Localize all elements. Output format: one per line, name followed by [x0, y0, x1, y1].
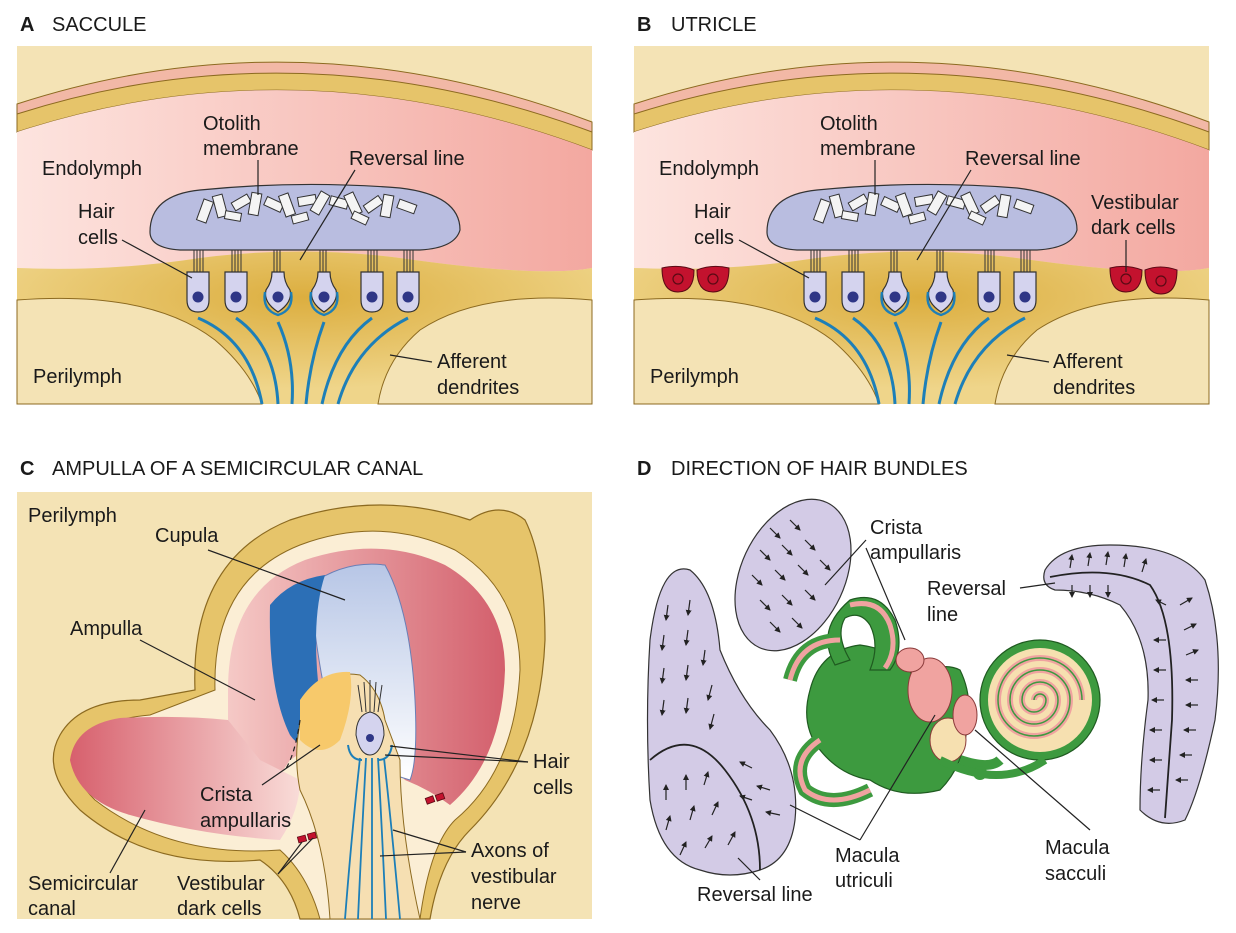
label-macula-sacculi-1: Macula — [1045, 837, 1110, 859]
label-hair-2: cells — [694, 227, 734, 249]
vestibular-dark-cells — [661, 265, 1178, 295]
panel-c-ampulla: C AMPULLA OF A SEMICIRCULAR CANAL — [17, 458, 592, 920]
perilymph-left — [16, 297, 263, 405]
label-ampulla: Ampulla — [70, 618, 143, 640]
label-perilymph: Perilymph — [33, 366, 122, 388]
panel-a-title: SACCULE — [52, 14, 146, 36]
leader-lines — [738, 160, 1127, 363]
leader-lines — [737, 539, 1091, 881]
panel-c-letter: C — [20, 458, 34, 480]
label-axons-1: Axons of — [471, 840, 549, 862]
semicircular-canal — [70, 716, 300, 840]
label-otolith-1: Otolith — [820, 113, 878, 135]
label-reversal-line: Reversal line — [349, 148, 465, 170]
otoconia — [812, 190, 1035, 226]
label-afferent-2: dendrites — [1053, 377, 1135, 399]
crista-cap — [300, 671, 352, 750]
saccule-reversal-line — [1049, 571, 1174, 819]
perilymph-left — [633, 297, 880, 405]
label-hair-2: cells — [78, 227, 118, 249]
panel-b-letter: B — [637, 14, 651, 36]
label-axons-2: vestibular — [471, 866, 557, 888]
dark-cell-nuclei — [672, 273, 1167, 287]
panel-a-letter: A — [20, 14, 34, 36]
leader-lines — [109, 549, 529, 875]
crista-ampullaris-map — [734, 498, 852, 652]
label-endolymph: Endolymph — [659, 158, 759, 180]
panel-c-title: AMPULLA OF A SEMICIRCULAR CANAL — [52, 458, 423, 480]
leader-lines — [121, 160, 433, 363]
panel-d-hair-bundles: D DIRECTION OF HAIR BUNDLES — [637, 458, 1219, 906]
label-hair-1: Hair — [533, 751, 570, 773]
label-semicircular-2: canal — [28, 898, 76, 920]
panel-a-saccule: A SACCULE — [16, 14, 593, 405]
panel-d-letter: D — [637, 458, 651, 480]
panel-d-title: DIRECTION OF HAIR BUNDLES — [671, 458, 968, 480]
vestibular-nerve-axons — [344, 757, 401, 920]
label-perilymph: Perilymph — [28, 505, 117, 527]
panel-b-utricle: B UTRICLE — [633, 14, 1210, 405]
label-hair-2: cells — [533, 777, 573, 799]
label-reversal-bottom: Reversal line — [697, 884, 813, 906]
membrane-outer — [16, 61, 593, 133]
label-perilymph: Perilymph — [650, 366, 739, 388]
perilymph-right — [377, 297, 593, 405]
label-crista-2: ampullaris — [870, 542, 961, 564]
label-otolith-2: membrane — [203, 138, 299, 160]
label-cupula: Cupula — [155, 525, 219, 547]
label-vestibular-1: Vestibular — [177, 873, 265, 895]
label-reversal-top-2: line — [927, 604, 958, 626]
label-afferent-2: dendrites — [437, 377, 519, 399]
label-macula-utriculi-2: utriculi — [835, 870, 893, 892]
otoconia — [195, 190, 418, 226]
label-endolymph: Endolymph — [42, 158, 142, 180]
afferent-dendrites — [814, 316, 1026, 405]
label-otolith-2: membrane — [820, 138, 916, 160]
label-semicircular-1: Semicircular — [28, 873, 138, 895]
perilymph-right — [994, 297, 1210, 405]
macula-sacculi-map — [1043, 544, 1219, 824]
label-macula-sacculi-2: sacculi — [1045, 863, 1106, 885]
membranous-labyrinth — [783, 596, 1101, 807]
utricle-reversal-line — [649, 743, 761, 871]
membrane-outer — [633, 61, 1210, 133]
cupula-dashed-edge — [284, 719, 301, 771]
panel-b-title: UTRICLE — [671, 14, 757, 36]
afferent-dendrites — [197, 316, 409, 405]
label-macula-utriculi-1: Macula — [835, 845, 900, 867]
label-afferent-1: Afferent — [1053, 351, 1123, 373]
label-crista-1: Crista — [200, 784, 253, 806]
crista-hair-cells — [347, 680, 393, 761]
label-vestibular-2: dark cells — [1091, 217, 1175, 239]
label-crista-2: ampullaris — [200, 810, 291, 832]
label-hair-1: Hair — [694, 201, 731, 223]
label-vestibular-2: dark cells — [177, 898, 261, 920]
label-reversal-top-1: Reversal — [927, 578, 1006, 600]
label-vestibular-1: Vestibular — [1091, 192, 1179, 214]
label-reversal-line: Reversal line — [965, 148, 1081, 170]
label-otolith-1: Otolith — [203, 113, 261, 135]
label-crista-1: Crista — [870, 517, 923, 539]
label-hair-1: Hair — [78, 201, 115, 223]
label-axons-3: nerve — [471, 892, 521, 914]
label-afferent-1: Afferent — [437, 351, 507, 373]
hair-bundle-arrows — [659, 519, 1199, 856]
